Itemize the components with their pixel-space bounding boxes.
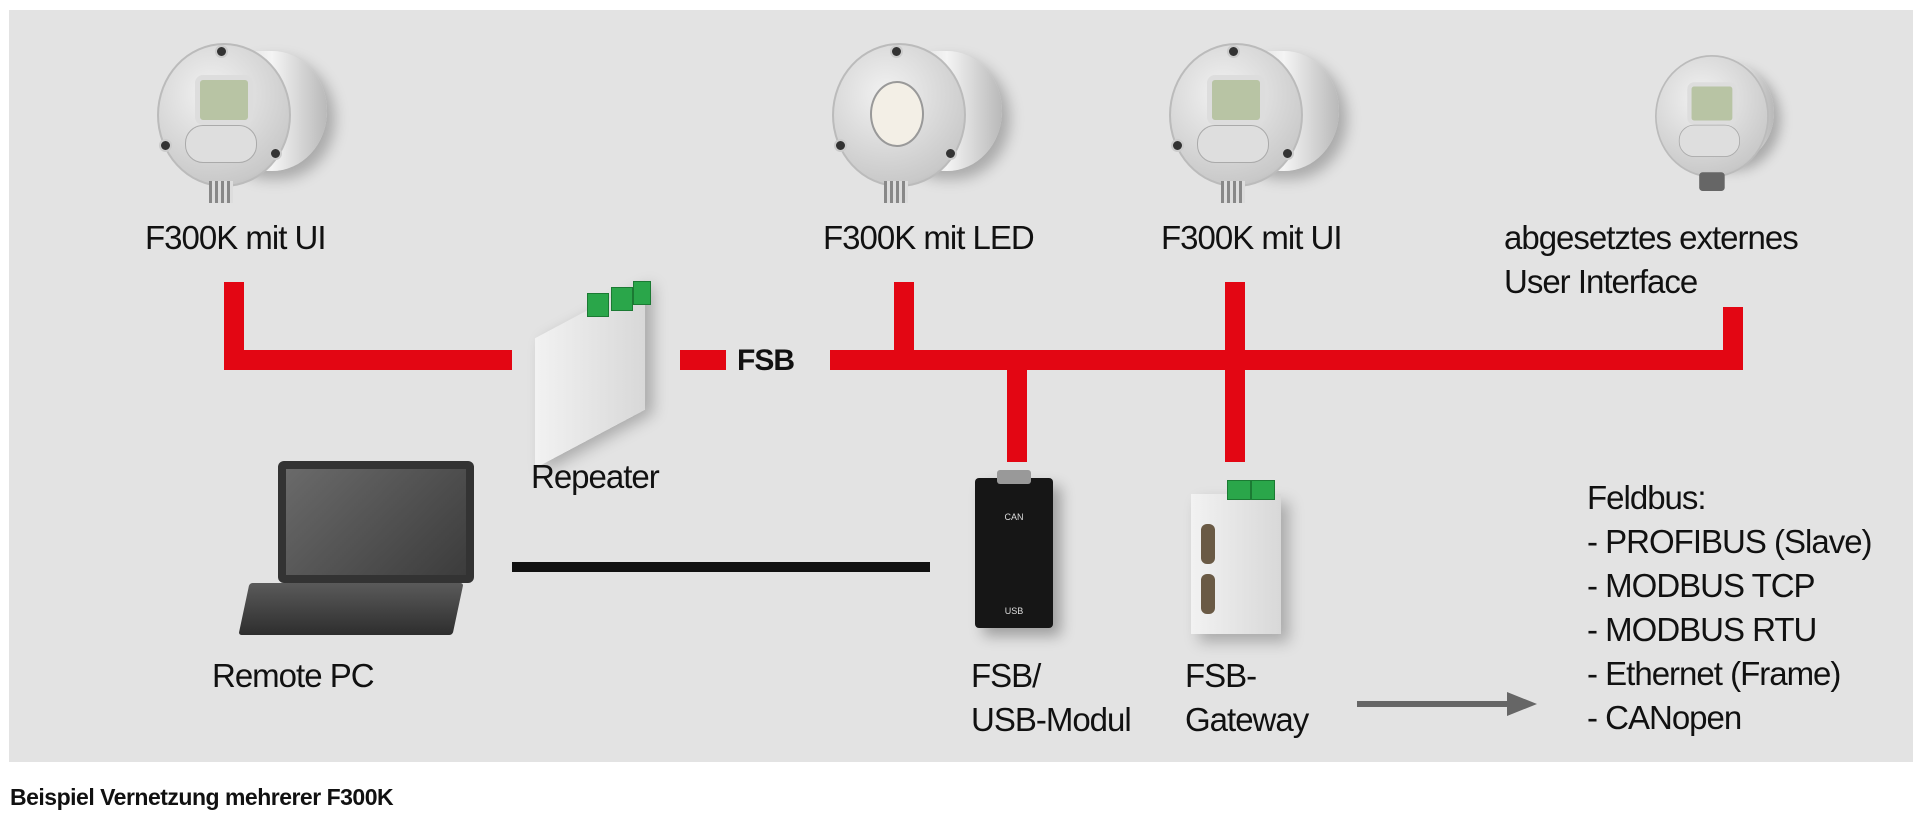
gateway-label-line2: Gateway bbox=[1185, 701, 1309, 738]
repeater-device-image bbox=[527, 279, 667, 469]
bus-line bbox=[1723, 307, 1743, 370]
usb-module-device-image: CAN USB bbox=[975, 470, 1053, 628]
arrow-icon bbox=[1357, 692, 1537, 716]
usb-module-label-line2: USB-Modul bbox=[971, 701, 1132, 738]
bus-line bbox=[1225, 282, 1245, 462]
remote-pc-label: Remote PC bbox=[212, 657, 375, 694]
f300k-ui-label: F300K mit UI bbox=[1161, 219, 1343, 256]
bus-line bbox=[224, 350, 512, 370]
external-ui-label-line2: User Interface bbox=[1504, 263, 1698, 300]
bus-line bbox=[680, 350, 726, 370]
bus-line bbox=[224, 282, 244, 370]
usb-module-can-text: CAN bbox=[1004, 512, 1024, 522]
fieldbus-item: - Ethernet (Frame) bbox=[1587, 655, 1841, 692]
gateway-label-line1: FSB- bbox=[1185, 657, 1257, 694]
fieldbus-title: Feldbus: bbox=[1587, 479, 1707, 516]
bus-line bbox=[894, 282, 914, 370]
bus-label: FSB bbox=[737, 344, 795, 377]
gateway-device-image bbox=[1187, 474, 1287, 644]
f300k-ui-device-image bbox=[157, 43, 333, 203]
external-ui-label-line1: abgesetztes externes bbox=[1504, 219, 1799, 256]
fieldbus-item: - MODBUS TCP bbox=[1587, 567, 1816, 604]
repeater-label: Repeater bbox=[531, 458, 660, 495]
f300k-ui-device-image bbox=[1169, 43, 1345, 203]
bus-line bbox=[830, 350, 1742, 370]
f300k-led-device-image bbox=[832, 43, 1008, 203]
fieldbus-item: - MODBUS RTU bbox=[1587, 611, 1817, 648]
usb-cable-line bbox=[512, 562, 930, 572]
external-ui-device-image bbox=[1655, 55, 1805, 191]
remote-pc-laptop-image bbox=[224, 459, 478, 643]
figure-caption: Beispiel Vernetzung mehrerer F300K bbox=[10, 784, 394, 810]
f300k-led-label: F300K mit LED bbox=[823, 219, 1035, 256]
bus-line bbox=[1007, 370, 1027, 462]
usb-module-label-line1: FSB/ bbox=[971, 657, 1041, 694]
usb-module-usb-text: USB bbox=[1004, 606, 1024, 616]
fieldbus-item: - CANopen bbox=[1587, 699, 1742, 736]
fieldbus-item: - PROFIBUS (Slave) bbox=[1587, 523, 1873, 560]
f300k-ui-label: F300K mit UI bbox=[145, 219, 327, 256]
